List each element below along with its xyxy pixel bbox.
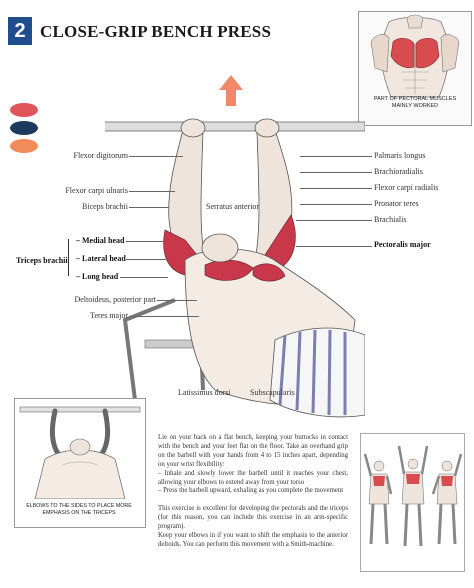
three-figures-box — [360, 433, 465, 572]
muscle-figures-icon — [363, 445, 463, 547]
pectoral-muscle-thumbnail — [358, 11, 472, 126]
barbell-icon — [105, 121, 365, 132]
legend-dot-red — [10, 103, 38, 117]
label-lateral-head: – Lateral head — [76, 254, 126, 263]
label-brachialis: Brachialis — [374, 215, 407, 224]
page-title: CLOSE-GRIP BENCH PRESS — [40, 22, 272, 41]
thumbnail-caption: PART OF PECTORAL MUSCLES MAINLY WORKED — [362, 96, 468, 110]
torso-anatomy-icon — [370, 14, 460, 98]
label-flexor-carpi-ulnaris: Flexor carpi ulnaris — [65, 186, 128, 195]
elbows-inset-figure — [14, 398, 146, 528]
label-pectoralis-major: Pectoralis major — [374, 240, 431, 249]
thumbnail-caption-line-2: MAINLY WORKED — [391, 103, 439, 109]
instruction-paragraph-1: Lie on your back on a flat bench, keepin… — [158, 434, 348, 468]
label-flexor-digitorum: Flexor digitorum — [73, 151, 128, 160]
instruction-paragraph-variation: Keep your elbows in if you want to shift… — [158, 532, 348, 548]
bench-press-illustration — [105, 75, 365, 418]
label-long-head: – Long head — [76, 272, 119, 281]
inset-lifter-icon — [19, 406, 141, 500]
upward-arrow-icon — [219, 75, 243, 106]
thumbnail-caption-line-1: PART OF PECTORAL MUSCLES — [373, 96, 457, 102]
instruction-paragraph-benefits: This exercise is excellent for developin… — [158, 505, 348, 531]
label-medial-head: – Medial head — [76, 236, 125, 245]
legend-dot-navy — [10, 121, 38, 135]
label-latissimus-dorsi: Latissimus dorsi — [178, 388, 231, 397]
label-flexor-carpi-radialis: Flexor carpi radialis — [374, 183, 439, 192]
label-deltoideus: Deltoideus, posterior part — [74, 295, 156, 304]
label-subscapularis: Subscapularis — [250, 388, 295, 397]
label-biceps-brachii: Biceps brachii — [82, 202, 128, 211]
label-serratus-anterior: Serratus anterior — [206, 202, 260, 211]
instructions-text: Lie on your back on a flat bench, keepin… — [158, 434, 348, 550]
label-pronator-teres: Pronator teres — [374, 199, 419, 208]
inset-caption-line-2: EMPHASIS ON THE TRICEPS — [42, 510, 116, 516]
inset-caption: ELBOWS TO THE SIDES TO PLACE MORE EMPHAS… — [18, 503, 140, 517]
label-brachioradialis: Brachioradialis — [374, 167, 423, 176]
instruction-step-press: – Press the barbell upward, exhaling as … — [158, 487, 344, 495]
legend-dot-orange — [10, 139, 38, 153]
instruction-step-inhale: – Inhale and slowly lower the barbell un… — [158, 469, 348, 486]
inset-caption-line-1: ELBOWS TO THE SIDES TO PLACE MORE — [26, 503, 132, 509]
label-triceps-brachii: Triceps brachii — [16, 256, 68, 265]
exercise-number-badge: 2 — [8, 17, 32, 45]
label-palmaris-longus: Palmaris longus — [374, 151, 426, 160]
label-teres-major: Teres major — [90, 311, 128, 320]
